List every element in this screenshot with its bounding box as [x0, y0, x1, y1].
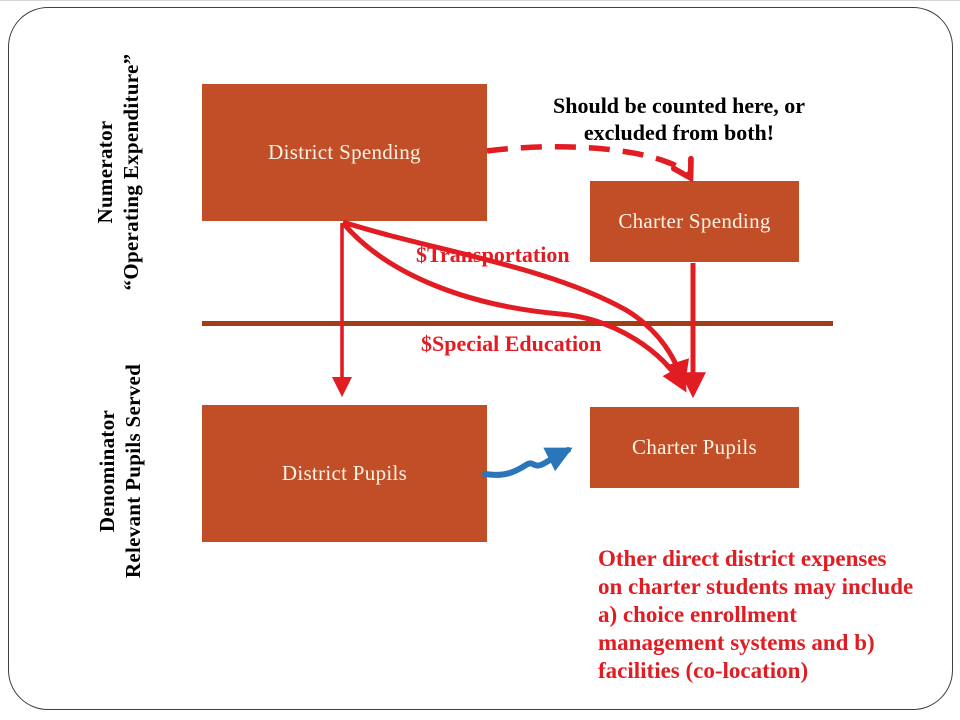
- district-pupils-box: District Pupils: [202, 405, 487, 542]
- other-expenses-line2: on charter students may include: [598, 574, 914, 599]
- denominator-axis-label: Denominator Relevant Pupils Served: [94, 364, 146, 578]
- other-expenses-line3: a) choice enrollment: [598, 602, 797, 627]
- other-expenses-line1: Other direct district expenses: [598, 546, 887, 571]
- denominator-label-line2: Relevant Pupils Served: [121, 363, 145, 579]
- numerator-label-line1: Numerator: [93, 120, 117, 224]
- other-expenses-note: Other direct district expenses on charte…: [598, 545, 948, 685]
- special-education-label: $Special Education: [421, 331, 602, 356]
- denominator-label-line1: Denominator: [95, 409, 119, 533]
- counted-note: Should be counted here, or excluded from…: [518, 92, 840, 146]
- charter-spending-label: Charter Spending: [618, 209, 771, 233]
- other-expenses-line5: facilities (co-location): [598, 658, 809, 683]
- district-spending-label: District Spending: [268, 140, 421, 164]
- charter-pupils-label: Charter Pupils: [632, 435, 757, 459]
- slide-rounded-frame: [8, 7, 953, 710]
- counted-note-line2: excluded from both!: [583, 120, 775, 145]
- transportation-label: $Transportation: [416, 242, 570, 267]
- charter-pupils-box: Charter Pupils: [590, 407, 799, 488]
- district-spending-box: District Spending: [202, 84, 487, 221]
- district-pupils-label: District Pupils: [281, 461, 408, 485]
- numerator-label-line2: “Operating Expenditure”: [119, 53, 143, 291]
- numerator-axis-label: Numerator “Operating Expenditure”: [92, 54, 144, 291]
- other-expenses-line4: management systems and b): [598, 630, 875, 655]
- charter-spending-box: Charter Spending: [590, 181, 799, 262]
- counted-note-line1: Should be counted here, or: [552, 93, 805, 118]
- numerator-denominator-divider: [202, 321, 833, 326]
- slide-top-edge: [0, 0, 960, 1]
